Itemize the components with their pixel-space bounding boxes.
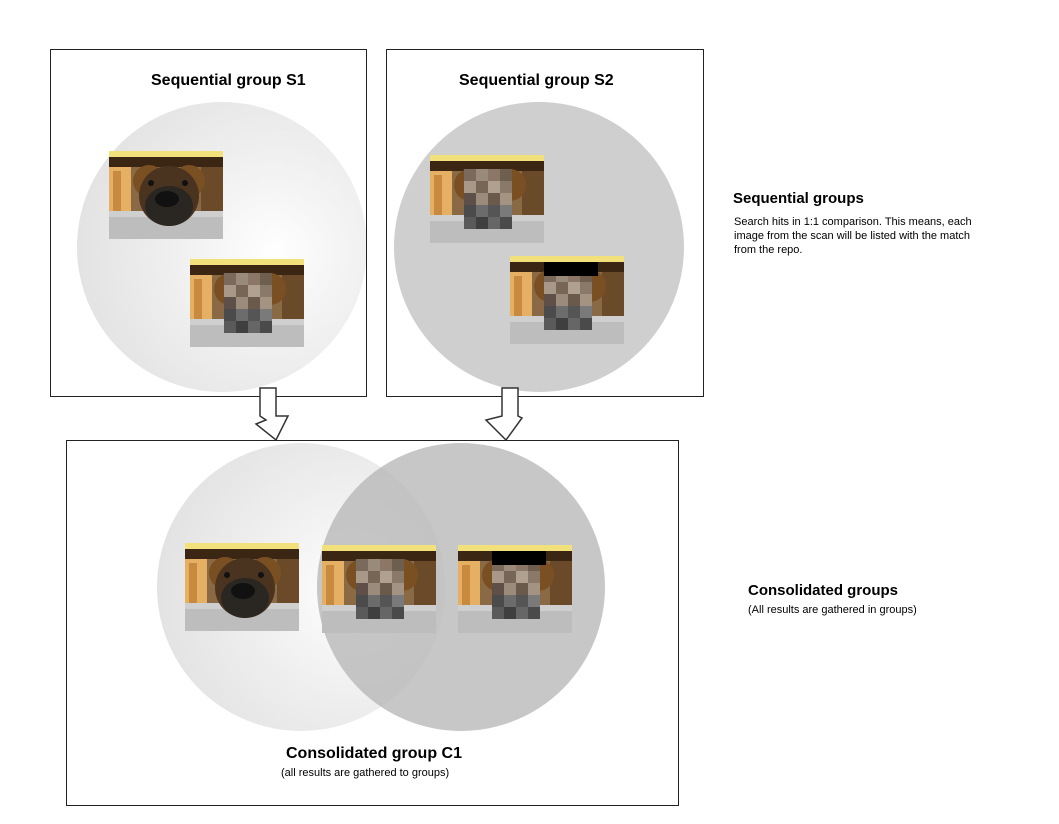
c1-photo-pixelated[interactable] <box>322 545 436 633</box>
s2-photo-pixelated[interactable] <box>430 155 544 243</box>
s2-circle <box>394 102 684 392</box>
c1-photo-censored[interactable] <box>458 545 572 633</box>
legend-sequential-text: Search hits in 1:1 comparison. This mean… <box>734 216 972 256</box>
arrow-down-icon <box>484 387 524 442</box>
sequential-group-s2-box: Sequential group S2 <box>386 49 704 397</box>
c1-title: Consolidated group C1 <box>286 745 462 762</box>
s2-title: Sequential group S2 <box>459 72 614 89</box>
s1-photo-pixelated[interactable] <box>190 259 304 347</box>
legend-sequential-title: Sequential groups <box>733 190 864 207</box>
sequential-group-s1-box: Sequential group S1 <box>50 49 367 397</box>
s2-photo-censored[interactable] <box>510 256 624 344</box>
s1-title: Sequential group S1 <box>151 72 306 89</box>
legend-consolidated-title: Consolidated groups <box>748 582 898 599</box>
consolidated-group-c1-box: Consolidated group C1 (all results are g… <box>66 440 679 806</box>
c1-subtitle: (all results are gathered to groups) <box>281 767 450 779</box>
s1-photo-original[interactable] <box>109 151 223 239</box>
legend-consolidated-text: (All results are gathered in groups) <box>748 604 917 616</box>
arrow-down-icon <box>254 387 290 442</box>
s1-circle <box>77 102 366 392</box>
c1-photo-original[interactable] <box>185 543 299 631</box>
